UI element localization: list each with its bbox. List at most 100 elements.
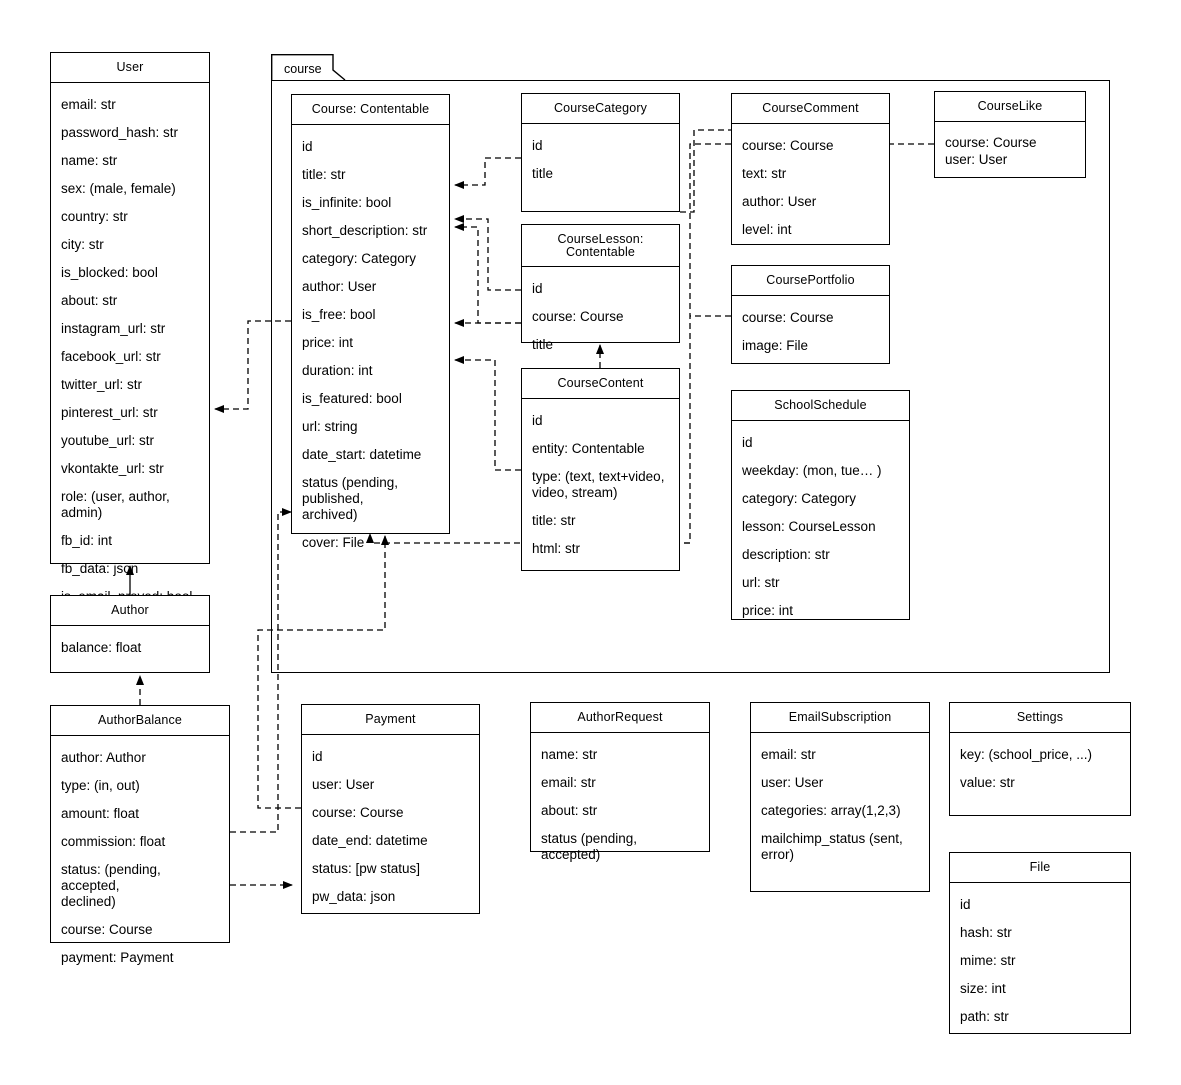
class-attribute: title (532, 165, 554, 181)
class-attribute: title (532, 337, 554, 352)
class-attribute: is_featured: bool (302, 390, 402, 406)
class-attribute: fb_id: int (61, 532, 113, 548)
class-attribute: size: int (960, 980, 1006, 996)
class-attribute: pinterest_url: str (61, 404, 158, 420)
class-attribute: commission: float (61, 833, 166, 849)
class-attribute: is_blocked: bool (61, 264, 158, 280)
class-title-file: File (950, 853, 1130, 883)
class-attributes-author: balance: float (51, 626, 209, 666)
class-attribute: youtube_url: str (61, 432, 155, 448)
class-title-school_schedule: SchoolSchedule (732, 391, 909, 421)
class-title-course_portfolio: CoursePortfolio (732, 266, 889, 296)
class-attribute: vkontakte_url: str (61, 460, 164, 476)
class-attribute: key: (school_price, ...) (960, 746, 1093, 762)
class-attribute: balance: float (61, 639, 142, 655)
class-title-user: User (51, 53, 209, 83)
class-attribute: categories: array(1,2,3) (761, 802, 901, 818)
class-attribute: level: int (742, 221, 792, 237)
class-attribute: user: User (945, 152, 1008, 167)
class-attribute: value: str (960, 774, 1015, 790)
class-attribute: short_description: str (302, 222, 428, 238)
class-attribute: course: Course (532, 309, 624, 324)
class-attribute: status (pending, accepted) (541, 830, 638, 862)
class-attribute: path: str (960, 1008, 1009, 1024)
class-attribute: amount: float (61, 805, 140, 821)
class-attribute: html: str (532, 540, 581, 556)
class-attribute: course: Course (312, 804, 404, 820)
class-attribute: course: Course (742, 137, 834, 153)
class-box-settings[interactable]: Settings key: (school_price, ...) value: s… (949, 702, 1131, 816)
class-attribute: hash: str (960, 924, 1012, 940)
class-attribute: email: str (61, 96, 116, 112)
class-attribute: weekday: (mon, tue… ) (742, 462, 882, 478)
class-attribute: name: str (61, 152, 118, 168)
class-attribute: is_infinite: bool (302, 194, 392, 210)
class-attribute: course: Course (61, 921, 153, 937)
class-attribute: email: str (541, 774, 596, 790)
class-attributes-course_like: course: Course user: User (935, 122, 1085, 179)
class-attribute: twitter_url: str (61, 376, 143, 392)
class-attribute: url: string (302, 418, 358, 434)
class-title-course_content: CourseContent (522, 369, 679, 399)
class-title-email_subscription: EmailSubscription (751, 703, 929, 733)
class-title-course_lesson: CourseLesson: Contentable (522, 225, 679, 267)
class-box-course_lesson[interactable]: CourseLesson: Contentable id course: Cours… (521, 224, 680, 352)
class-attribute: category: Category (742, 490, 857, 506)
class-box-author[interactable]: Author balance: float (50, 595, 210, 673)
class-attribute: lesson: CourseLesson (742, 518, 876, 534)
class-attribute: title: str (532, 512, 576, 528)
class-title-settings: Settings (950, 703, 1130, 733)
class-title-author_balance: AuthorBalance (51, 706, 229, 736)
class-attributes-course_lesson: id course: Course title (522, 267, 679, 363)
class-attribute: date_start: datetime (302, 446, 422, 462)
class-title-course_category: CourseCategory (522, 94, 679, 124)
class-attribute: name: str (541, 746, 598, 762)
class-attribute: id (302, 138, 313, 154)
class-attribute: course: Course (945, 134, 1037, 150)
class-attribute: id (532, 281, 543, 296)
class-attribute: description: str (742, 546, 830, 562)
class-attribute: role: (user, author, admin) (61, 488, 170, 520)
class-attribute: sex: (male, female) (61, 180, 176, 196)
class-attribute: entity: Contentable (532, 440, 645, 456)
class-attribute: user: User (761, 774, 824, 790)
class-attribute: mailchimp_status (sent, error) (761, 830, 903, 862)
class-attribute: id (960, 896, 971, 912)
class-attribute: city: str (61, 236, 104, 252)
class-title-course_like: CourseLike (935, 92, 1085, 122)
class-attribute: about: str (61, 292, 118, 308)
class-title-author_request: AuthorRequest (531, 703, 709, 733)
class-attribute: status: (pending, accepted, declined) (61, 861, 161, 909)
class-attribute: status (pending, published, archived) (302, 474, 399, 522)
class-attribute: mime: str (960, 952, 1016, 968)
class-attribute: price: int (302, 334, 354, 350)
class-box-file[interactable]: File id hash: str mime: str size: int path: s… (949, 852, 1131, 1034)
class-attribute: url: str (742, 574, 780, 590)
class-attribute: date_end: datetime (312, 832, 428, 848)
class-title-author: Author (51, 596, 209, 626)
class-box-course_like[interactable]: CourseLike course: Course user: User (934, 91, 1086, 178)
class-attributes-settings: key: (school_price, ...) value: str (950, 733, 1130, 801)
class-attribute: author: User (742, 193, 817, 209)
class-attribute: pw_data: json (312, 888, 396, 904)
